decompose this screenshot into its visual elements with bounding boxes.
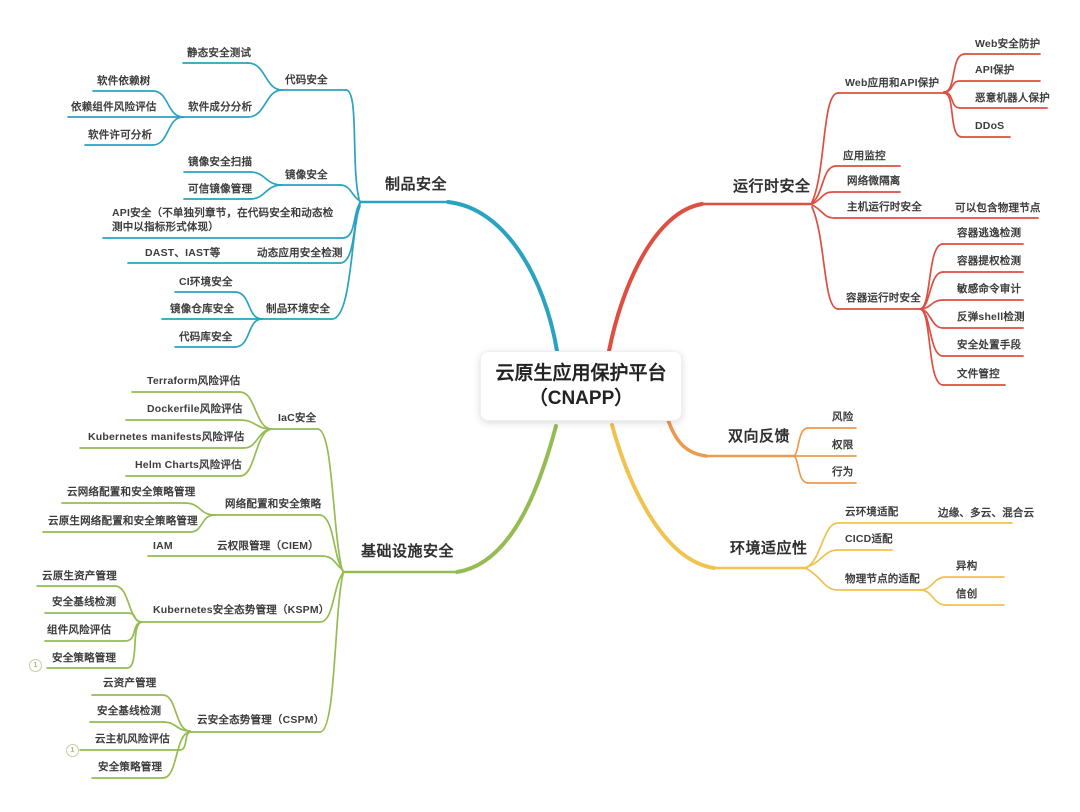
topic-dependency-tree[interactable]: 软件依赖树 (97, 75, 151, 87)
topic-trusted-image-mgmt[interactable]: 可信镜像管理 (188, 183, 253, 195)
topic-code-repo-security[interactable]: 代码库安全 (179, 331, 233, 343)
topic-waap[interactable]: Web应用和API保护 (845, 77, 940, 89)
topic-bidirectional-feedback[interactable]: 双向反馈 (728, 428, 791, 445)
adaptability-branch-lines (610, 423, 1013, 606)
topic-api-protection[interactable]: API保护 (975, 64, 1015, 76)
topic-environment-adaptability[interactable]: 环境适应性 (730, 540, 808, 557)
topic-ci-env-security[interactable]: CI环境安全 (179, 276, 233, 288)
topic-cloud-env-adaptation[interactable]: 云环境适配 (845, 506, 899, 518)
topic-cspm[interactable]: 云安全态势管理（CSPM） (197, 714, 325, 726)
numbered-marker-icon[interactable]: 1 (29, 659, 42, 672)
topic-cloudnative-network-policy-mgmt[interactable]: 云原生网络配置和安全策略管理 (48, 515, 198, 527)
topic-ciem[interactable]: 云权限管理（CIEM） (217, 540, 319, 552)
topic-cloud-host-risk-assessment[interactable]: 云主机风险评估 (95, 733, 170, 745)
topic-security-response[interactable]: 安全处置手段 (957, 339, 1022, 351)
topic-artifact-env-security[interactable]: 制品环境安全 (266, 303, 331, 315)
topic-risk[interactable]: 风险 (832, 411, 854, 423)
topic-static-security-test[interactable]: 静态安全测试 (187, 47, 252, 59)
topic-app-monitoring[interactable]: 应用监控 (843, 150, 886, 162)
topic-xinchuang[interactable]: 信创 (956, 588, 978, 600)
topic-physical-node-note[interactable]: 可以包含物理节点 (955, 202, 1041, 214)
topic-cicd-adaptation[interactable]: CICD适配 (845, 533, 893, 545)
central-topic[interactable]: 云原生应用保护平台 （CNAPP） (480, 351, 682, 421)
topic-edge-multicloud-hybrid[interactable]: 边缘、多云、混合云 (938, 507, 1035, 519)
topic-cloud-asset-mgmt[interactable]: 云资产管理 (103, 677, 157, 689)
topic-container-escape-detection[interactable]: 容器逃逸检测 (957, 227, 1022, 239)
topic-kspm[interactable]: Kubernetes安全态势管理（KSPM） (153, 604, 330, 616)
topic-dockerfile-risk[interactable]: Dockerfile风险评估 (147, 403, 243, 415)
topic-artifact-security[interactable]: 制品安全 (385, 176, 448, 193)
topic-helm-charts-risk[interactable]: Helm Charts风险评估 (135, 459, 242, 471)
topic-reverse-shell-detection[interactable]: 反弹shell检测 (957, 311, 1025, 323)
topic-behavior[interactable]: 行为 (832, 466, 854, 478)
topic-k8s-manifests-risk[interactable]: Kubernetes manifests风险评估 (88, 431, 245, 443)
topic-cloud-network-policy-mgmt[interactable]: 云网络配置和安全策略管理 (67, 486, 196, 498)
topic-license-analysis[interactable]: 软件许可分析 (88, 129, 153, 141)
topic-registry-security[interactable]: 镜像仓库安全 (170, 303, 235, 315)
topic-iac-security[interactable]: IaC安全 (278, 412, 317, 424)
numbered-marker-icon[interactable]: 1 (66, 744, 79, 757)
topic-api-security-note[interactable]: API安全（不单独列章节，在代码安全和动态检测中以指标形式体现） (112, 207, 334, 233)
topic-security-policy-mgmt-kspm[interactable]: 安全策略管理 (52, 652, 117, 664)
topic-container-runtime-security[interactable]: 容器运行时安全 (846, 292, 921, 304)
topic-physical-node-adaptation[interactable]: 物理节点的适配 (845, 573, 920, 585)
topic-cloudnative-asset-mgmt[interactable]: 云原生资产管理 (42, 570, 117, 582)
topic-dynamic-app-security-test[interactable]: 动态应用安全检测 (257, 247, 343, 259)
topic-permission[interactable]: 权限 (832, 439, 854, 451)
topic-micro-segmentation[interactable]: 网络微隔离 (847, 175, 901, 187)
topic-dependency-risk-assessment[interactable]: 依赖组件风险评估 (71, 101, 157, 113)
topic-ddos[interactable]: DDoS (975, 120, 1005, 132)
topic-privilege-escalation-detection[interactable]: 容器提权检测 (957, 255, 1022, 267)
topic-host-runtime-security[interactable]: 主机运行时安全 (847, 201, 922, 213)
topic-code-security[interactable]: 代码安全 (285, 74, 328, 86)
central-topic-subtitle: （CNAPP） (528, 388, 634, 409)
topic-heterogeneous[interactable]: 异构 (956, 560, 978, 572)
topic-component-risk-assessment[interactable]: 组件风险评估 (47, 624, 112, 636)
central-topic-title: 云原生应用保护平台 (495, 363, 667, 384)
topic-runtime-security[interactable]: 运行时安全 (733, 178, 811, 195)
artifact-branch-lines (67, 62, 559, 353)
topic-network-config-policy[interactable]: 网络配置和安全策略 (225, 498, 322, 510)
topic-security-baseline-check-cspm[interactable]: 安全基线检测 (97, 705, 162, 717)
topic-sensitive-command-audit[interactable]: 敏感命令审计 (957, 283, 1022, 295)
topic-file-control[interactable]: 文件管控 (957, 368, 1000, 380)
topic-iam[interactable]: IAM (153, 540, 173, 552)
feedback-branch-lines (666, 418, 857, 484)
topic-web-protection[interactable]: Web安全防护 (975, 38, 1041, 50)
topic-software-composition-analysis[interactable]: 软件成分分析 (188, 101, 253, 113)
topic-image-security[interactable]: 镜像安全 (285, 169, 328, 181)
topic-infrastructure-security[interactable]: 基础设施安全 (361, 543, 455, 560)
infrastructure-branch-lines (36, 391, 558, 779)
topic-security-baseline-check-kspm[interactable]: 安全基线检测 (52, 596, 117, 608)
runtime-branch-lines (607, 53, 1048, 386)
topic-bot-protection[interactable]: 恶意机器人保护 (975, 92, 1050, 104)
topic-image-scan[interactable]: 镜像安全扫描 (188, 156, 253, 168)
topic-security-policy-mgmt-cspm[interactable]: 安全策略管理 (98, 761, 163, 773)
topic-terraform-risk[interactable]: Terraform风险评估 (147, 375, 241, 387)
topic-dast-iast[interactable]: DAST、IAST等 (145, 247, 221, 259)
